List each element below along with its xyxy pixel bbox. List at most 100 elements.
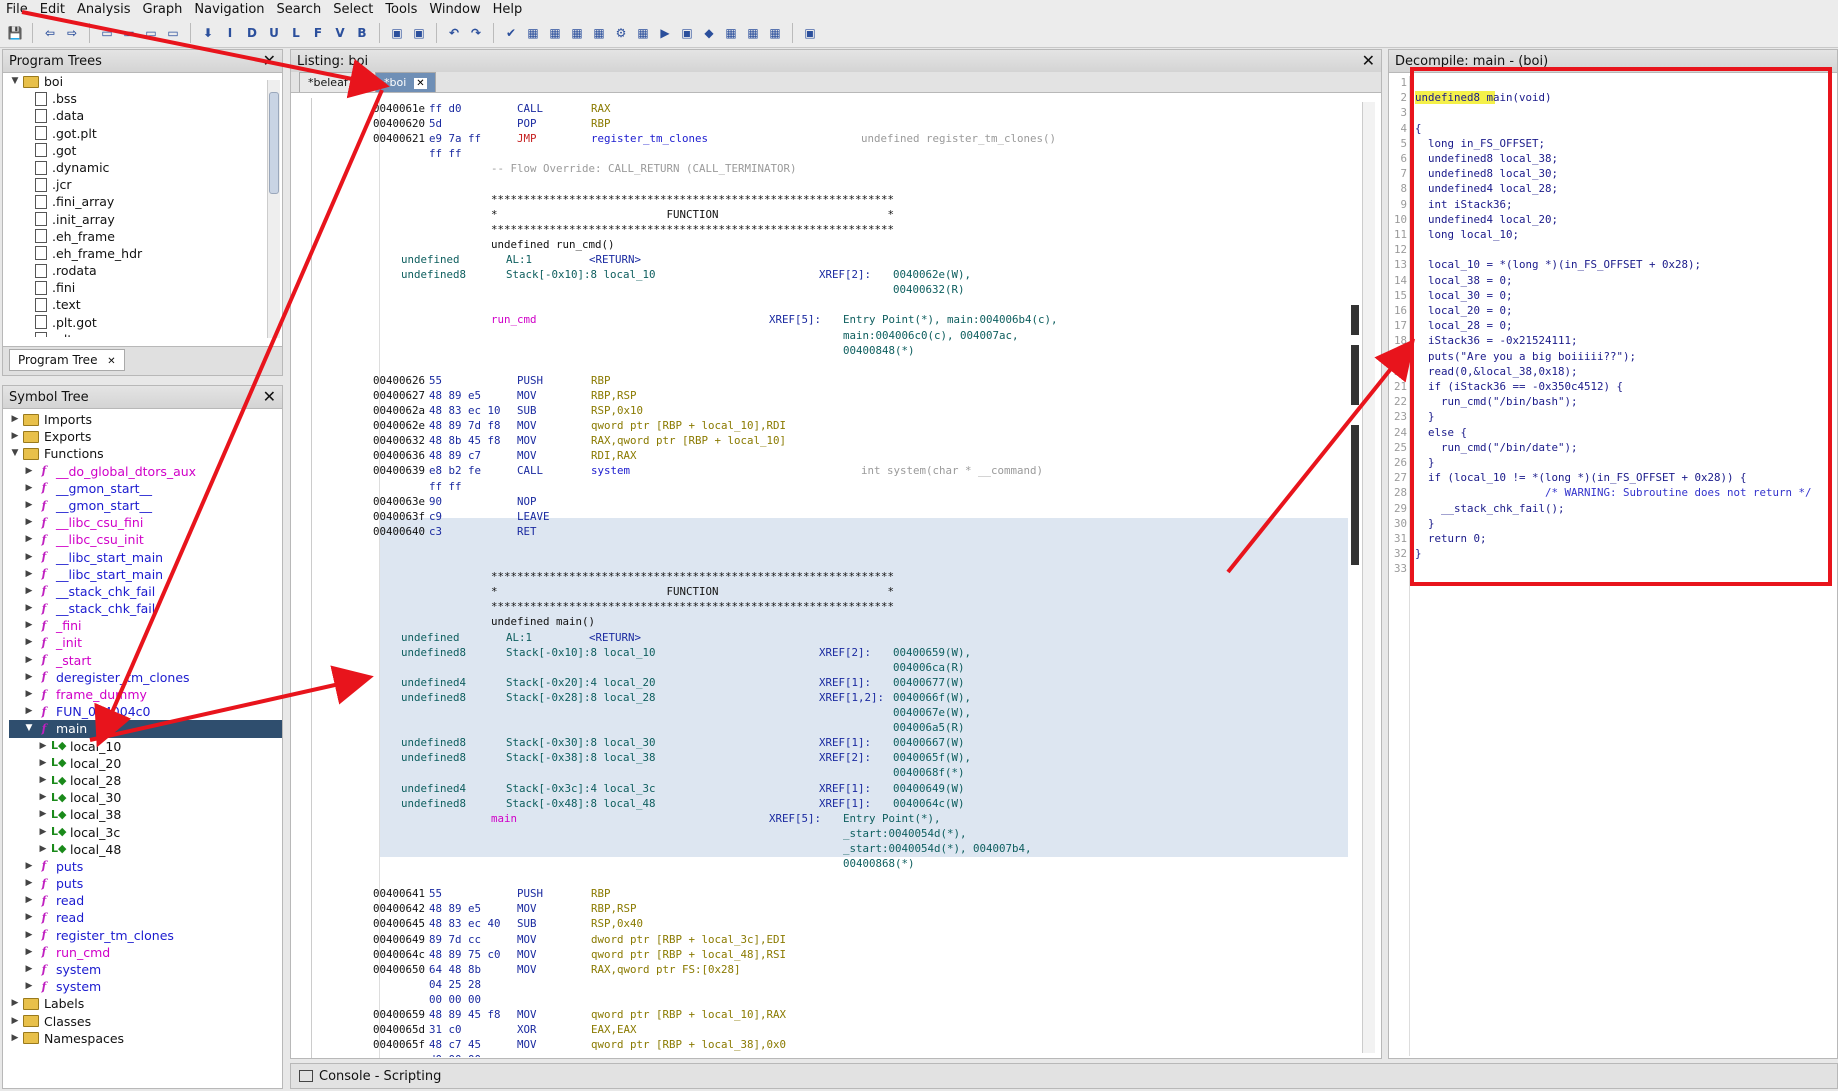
expand-icon[interactable]: ▶ [11, 998, 19, 1009]
function-item[interactable]: ▶f_init [9, 634, 282, 651]
tool5-icon[interactable]: ▦ [571, 26, 583, 40]
redo-icon[interactable]: ↷ [470, 26, 482, 40]
close-icon[interactable]: ✕ [1361, 51, 1375, 70]
expand-icon[interactable]: ▶ [25, 895, 33, 906]
close-icon[interactable]: ✕ [107, 356, 116, 367]
tool12-icon[interactable]: ▦ [747, 26, 759, 40]
expand-icon[interactable]: ▶ [25, 568, 33, 579]
listing-scrollbar[interactable] [1362, 102, 1375, 1053]
function-item[interactable]: ▶f__libc_csu_fini [9, 514, 282, 531]
tool11-icon[interactable]: ▦ [725, 26, 737, 40]
tab-boi[interactable]: *boi✕ [375, 72, 436, 92]
expand-icon[interactable]: ▶ [25, 585, 33, 596]
symbol-tree-folder[interactable]: ▶Exports [9, 428, 282, 445]
tool1-icon[interactable]: ▣ [391, 26, 403, 40]
next-bookmark-icon[interactable]: B [357, 26, 367, 40]
nav2-icon[interactable]: ▭ [123, 26, 135, 40]
back-icon[interactable]: ⇦ [44, 26, 56, 40]
next-value-icon[interactable]: V [335, 26, 345, 40]
program-tree-item[interactable]: .text [9, 296, 282, 313]
program-tree-tab[interactable]: Program Tree ✕ [9, 349, 125, 371]
expand-icon[interactable]: ▶ [25, 499, 33, 510]
program-tree-item[interactable]: .data [9, 107, 282, 124]
program-tree-item[interactable]: .init_array [9, 211, 282, 228]
expand-icon[interactable]: ▶ [25, 654, 33, 665]
symbol-tree-folder[interactable]: ▼Functions [9, 445, 282, 462]
expand-icon[interactable]: ▶ [25, 689, 33, 699]
next-instruction-icon[interactable]: I [227, 26, 233, 40]
local-variable-item[interactable]: ▶L◆local_3c [9, 824, 282, 841]
next-label-icon[interactable]: L [292, 26, 300, 40]
program-tree-item[interactable]: .dynamic [9, 159, 282, 176]
expand-icon[interactable]: ▶ [25, 482, 33, 493]
expand-icon[interactable]: ▶ [39, 826, 47, 837]
next-data-icon[interactable]: D [247, 26, 257, 40]
function-item[interactable]: ▶f__gmon_start__ [9, 480, 282, 497]
expand-icon[interactable]: ▶ [25, 465, 33, 476]
expand-icon[interactable]: ▶ [39, 740, 47, 751]
function-item[interactable]: ▶f__libc_start_main [9, 566, 282, 583]
nav3-icon[interactable]: ▭ [145, 26, 157, 40]
program-tree-item[interactable]: .got [9, 142, 282, 159]
menu-help[interactable]: Help [492, 2, 523, 17]
function-item[interactable]: ▶f__gmon_start__ [9, 497, 282, 514]
program-tree-item[interactable]: .got.plt [9, 125, 282, 142]
expand-icon[interactable]: ▶ [25, 912, 33, 923]
close-icon[interactable]: ✕ [262, 387, 276, 406]
function-item[interactable]: ▶f_fini [9, 617, 282, 634]
program-tree-item[interactable]: .jcr [9, 176, 282, 193]
expand-icon[interactable]: ▶ [11, 431, 19, 442]
forward-icon[interactable]: ⇨ [66, 26, 78, 40]
tool10-icon[interactable]: ◆ [704, 26, 714, 40]
program-tree-item[interactable]: .rodata [9, 262, 282, 279]
tool2-icon[interactable]: ▣ [413, 26, 425, 40]
local-variable-item[interactable]: ▶L◆local_20 [9, 755, 282, 772]
expand-icon[interactable]: ▶ [25, 603, 33, 614]
menu-window[interactable]: Window [429, 2, 481, 17]
tool3-icon[interactable]: ▦ [527, 26, 539, 40]
expand-icon[interactable]: ▶ [25, 929, 33, 940]
close-icon[interactable]: ✕ [414, 78, 427, 89]
expand-icon[interactable]: ▶ [39, 843, 47, 854]
run-icon[interactable]: ▶ [660, 26, 670, 40]
function-item[interactable]: ▶f__stack_chk_fail [9, 583, 282, 600]
expand-icon[interactable]: ▶ [25, 946, 33, 957]
menu-select[interactable]: Select [333, 2, 374, 17]
expand-icon[interactable]: ▶ [39, 809, 47, 820]
expand-icon[interactable]: ▶ [25, 671, 33, 682]
collapse-icon[interactable]: ▼ [25, 723, 33, 734]
local-variable-item[interactable]: ▶L◆local_10 [9, 738, 282, 755]
expand-icon[interactable]: ▶ [11, 1015, 19, 1026]
function-item[interactable]: ▶f__stack_chk_fail [9, 600, 282, 617]
expand-icon[interactable]: ▶ [25, 981, 33, 992]
save-icon[interactable]: 💾 [7, 26, 23, 40]
expand-icon[interactable]: ▶ [25, 551, 33, 562]
expand-icon[interactable]: ▼ [11, 76, 19, 86]
program-tree-item[interactable]: .eh_frame_hdr [9, 245, 282, 262]
down-icon[interactable]: ⬇ [202, 26, 214, 40]
collapse-icon[interactable]: ▼ [11, 448, 19, 459]
tool9-icon[interactable]: ▣ [681, 26, 693, 40]
menu-file[interactable]: File [6, 2, 28, 17]
expand-icon[interactable]: ▶ [25, 860, 33, 871]
menu-analysis[interactable]: Analysis [76, 2, 131, 17]
tab-beleaf[interactable]: *beleaf [299, 72, 357, 92]
undo-icon[interactable]: ↶ [448, 26, 460, 40]
symbol-tree-folder[interactable]: ▶Imports [9, 411, 282, 428]
expand-icon[interactable]: ▶ [39, 792, 47, 803]
program-tree-item[interactable]: .eh_frame [9, 228, 282, 245]
program-tree-item[interactable]: .fini_array [9, 193, 282, 210]
function-item[interactable]: ▶f__libc_csu_init [9, 531, 282, 548]
close-icon[interactable]: ✕ [262, 51, 276, 70]
expand-icon[interactable]: ▶ [25, 620, 33, 631]
program-tree-item[interactable]: .plt [9, 331, 282, 337]
tool8-icon[interactable]: ▦ [637, 26, 649, 40]
